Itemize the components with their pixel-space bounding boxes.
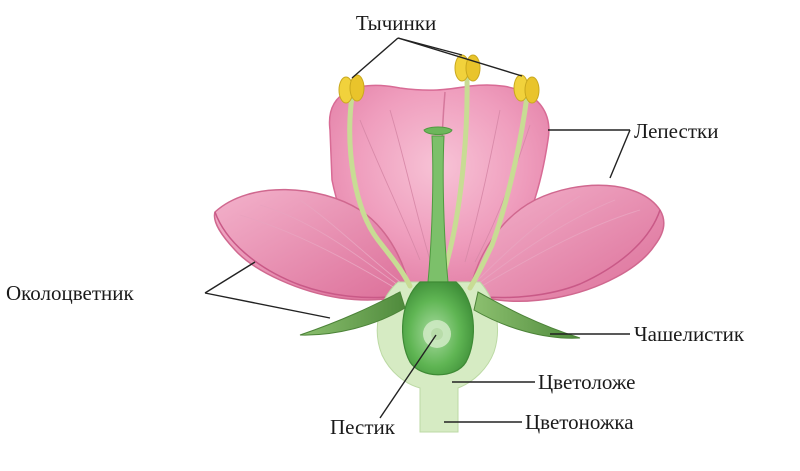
leader-stamens-right [397, 37, 523, 77]
petal-center-veins [359, 109, 531, 263]
leader-perianth-sepal [204, 292, 331, 319]
label-receptacle: Цветоложе [538, 370, 635, 394]
leader-stamens-left [351, 37, 399, 79]
leader-pistil [379, 334, 437, 419]
label-peduncle: Цветоножка [525, 410, 634, 434]
label-sepal: Чашелистик [634, 322, 745, 346]
petal-right-edge [474, 209, 661, 299]
sepal-left [299, 291, 406, 336]
pistil-stigma [423, 126, 453, 135]
label-petals: Лепестки [634, 119, 718, 143]
petal-right-veins [475, 195, 641, 287]
label-perianth: Околоцветник [6, 281, 135, 305]
label-stamens: Тычинки [356, 11, 436, 35]
sepal-right [473, 291, 581, 339]
petal-left-veins [239, 199, 401, 289]
label-pistil: Пестик [330, 415, 396, 439]
ovule-core [431, 328, 443, 340]
leader-petals-right [609, 129, 631, 179]
leader-lines [204, 37, 631, 423]
anther-right [513, 74, 540, 104]
anther-middle [454, 54, 481, 82]
leader-perianth-petal [204, 261, 256, 294]
petal-left-edge [214, 211, 401, 299]
anther-left [338, 74, 365, 104]
